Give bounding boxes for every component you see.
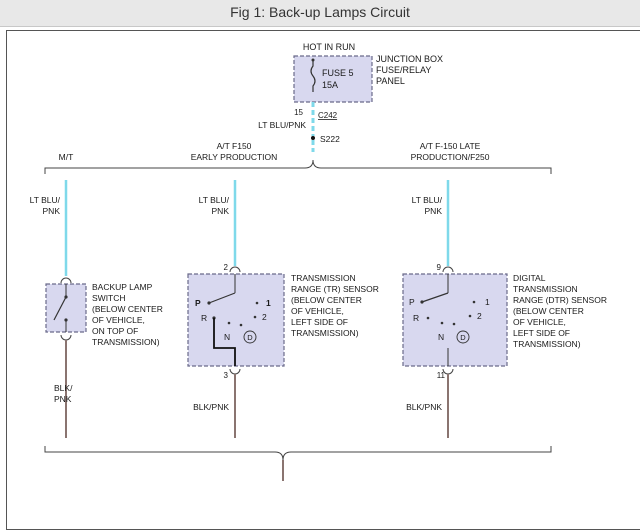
dtr-label-7: TRANSMISSION)	[513, 339, 581, 349]
backup-switch-label-2: SWITCH	[92, 293, 126, 303]
fuse-label: FUSE 5	[322, 68, 354, 78]
tr-contact-1	[255, 301, 259, 305]
dtr-pos-2: 2	[477, 311, 482, 321]
tr-connector-top	[229, 266, 241, 273]
branch-late-label-1: A/T F-150 LATE	[420, 141, 481, 151]
junction-box-label-2: FUSE/RELAY	[376, 65, 431, 75]
dtr-pin-bottom: 11	[437, 371, 446, 380]
dtr-label-6: LEFT SIDE OF	[513, 328, 570, 338]
dtr-pos-d: D	[460, 333, 466, 342]
dtr-label-4: (BELOW CENTER	[513, 306, 584, 316]
junction-box-label-3: PANEL	[376, 76, 405, 86]
circuit-diagram: HOT IN RUN FUSE 5 15A JUNCTION BOX FUSE/…	[30, 42, 607, 481]
branch-mt-label: M/T	[59, 152, 74, 162]
branch-early-label-1: A/T F150	[217, 141, 252, 151]
backup-switch-label-3: (BELOW CENTER	[92, 304, 163, 314]
hot-in-run-label: HOT IN RUN	[303, 42, 355, 52]
tr-label-4: OF VEHICLE,	[291, 306, 344, 316]
dtr-pos-r: R	[413, 313, 419, 323]
tr-label-5: LEFT SIDE OF	[291, 317, 348, 327]
junction-box-label-1: JUNCTION BOX	[376, 54, 443, 64]
mt-top-wire-label-1: LT BLU/	[30, 195, 61, 205]
dtr-contact-r	[426, 316, 430, 320]
fuse-rating: 15A	[322, 80, 338, 90]
dtr-sensor	[402, 273, 508, 367]
splice-point	[311, 136, 315, 140]
dtr-contact-d-dot	[452, 322, 456, 326]
mt-switch-blade	[53, 296, 67, 321]
dtr-pos-n: N	[438, 332, 444, 342]
mt-connector-top	[60, 277, 72, 284]
tr-pos-d: D	[247, 333, 253, 342]
tr-sensor	[187, 273, 285, 367]
dtr-connector-bottom	[442, 368, 454, 375]
mt-top-wire-label-2: PNK	[43, 206, 61, 216]
tr-label-6: TRANSMISSION)	[291, 328, 359, 338]
mt-bottom-wire-label-1: BLK/	[54, 383, 73, 393]
dtr-pos-p: P	[409, 297, 415, 307]
dtr-pos-d-circle	[456, 330, 470, 344]
main-wire-color-label: LT BLU/PNK	[258, 120, 306, 130]
dtr-pos-1: 1	[485, 297, 490, 307]
backup-switch-label-4: OF VEHICLE,	[92, 315, 145, 325]
tr-pos-p: P	[195, 298, 201, 308]
dtr-label-5: OF VEHICLE,	[513, 317, 566, 327]
tr-connector-bottom	[229, 368, 241, 375]
figure-title: Fig 1: Back-up Lamps Circuit	[230, 4, 410, 20]
tr-contact-2	[253, 315, 257, 319]
dtr-label-3: RANGE (DTR) SENSOR	[513, 295, 607, 305]
dtr-contact-2	[468, 314, 472, 318]
dtr-label-1: DIGITAL	[513, 273, 546, 283]
mt-bottom-wire-label-2: PNK	[54, 394, 72, 404]
tr-pos-r: R	[201, 313, 207, 323]
tr-pos-2: 2	[262, 312, 267, 322]
late-top-wire-label-1: LT BLU/	[412, 195, 443, 205]
tr-reverse-path	[213, 318, 236, 366]
backup-switch-label-6: TRANSMISSION)	[92, 337, 160, 347]
backup-switch-label-1: BACKUP LAMP	[92, 282, 153, 292]
splice-s222: S222	[320, 134, 340, 144]
branch-early-label-2: EARLY PRODUCTION	[191, 152, 278, 162]
tr-pos-n: N	[224, 332, 230, 342]
dtr-contact-1	[472, 300, 476, 304]
backup-switch-label-5: ON TOP OF	[92, 326, 138, 336]
early-bottom-wire-label: BLK/PNK	[193, 402, 229, 412]
tr-wiper	[208, 292, 236, 304]
dtr-wiper	[421, 292, 449, 303]
tr-label-3: (BELOW CENTER	[291, 295, 362, 305]
tr-pin-bottom: 3	[224, 371, 229, 380]
tr-pos-d-circle	[243, 330, 257, 344]
late-top-wire-label-2: PNK	[425, 206, 443, 216]
dtr-label-2: TRANSMISSION	[513, 284, 578, 294]
early-top-wire-label-1: LT BLU/	[199, 195, 230, 205]
mt-connector-bottom	[60, 334, 72, 341]
fuse-symbol	[310, 60, 316, 92]
dtr-connector-top	[442, 266, 454, 273]
tr-pin-top: 2	[224, 263, 229, 272]
merge-brace	[44, 446, 552, 461]
fuse-terminal	[311, 58, 315, 62]
junction-box	[293, 55, 373, 103]
branch-brace	[44, 159, 552, 174]
tr-label-1: TRANSMISSION	[291, 273, 356, 283]
branch-late-label-2: PRODUCTION/F250	[411, 152, 490, 162]
title-bar: Fig 1: Back-up Lamps Circuit	[0, 0, 640, 27]
tr-contact-d-dot	[239, 323, 243, 327]
dtr-pin-top: 9	[437, 263, 442, 272]
tr-label-2: RANGE (TR) SENSOR	[291, 284, 379, 294]
tr-contact-n-dot	[227, 321, 231, 325]
connector-c242: C242	[318, 111, 338, 120]
late-bottom-wire-label: BLK/PNK	[406, 402, 442, 412]
dtr-contact-n-dot	[440, 321, 444, 325]
tr-pos-1: 1	[266, 298, 271, 308]
early-top-wire-label-2: PNK	[212, 206, 230, 216]
pin-15: 15	[294, 108, 303, 117]
